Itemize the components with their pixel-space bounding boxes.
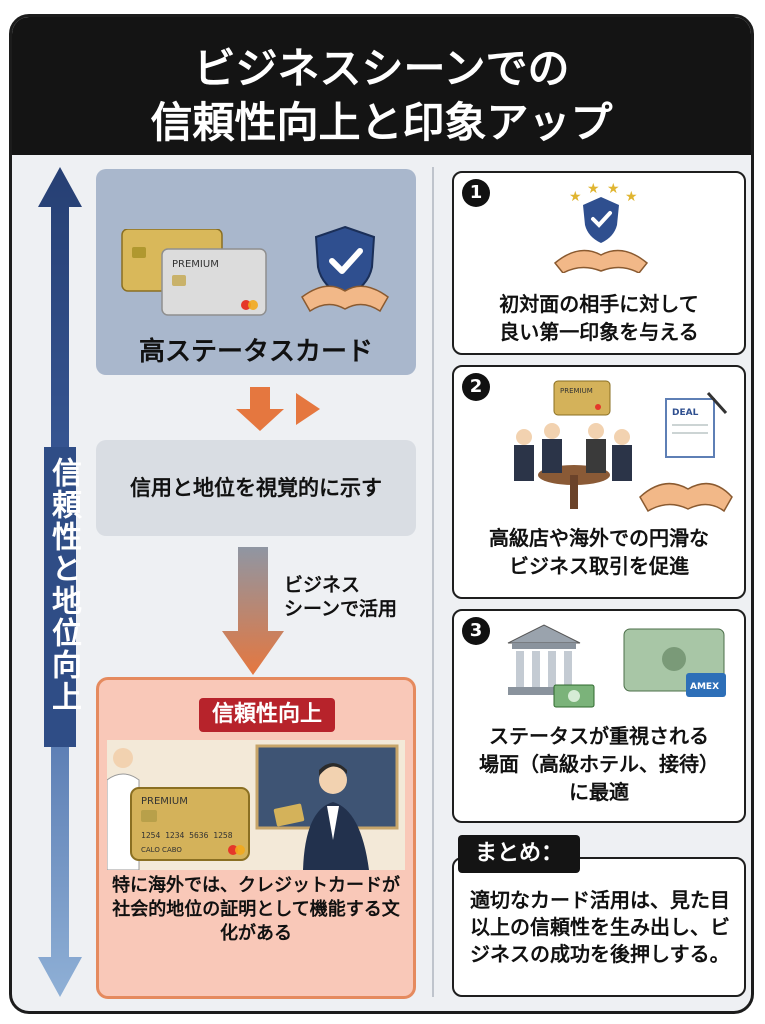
flow-arrows-small: [236, 387, 320, 431]
business-use-label-line2: シーンで活用: [284, 598, 398, 620]
vertical-double-arrow: [38, 167, 82, 997]
card-premium-text: PREMIUM: [172, 259, 219, 270]
svg-text:★: ★: [569, 189, 582, 205]
status-card-label: 高ステータスカード: [138, 337, 373, 367]
card-number-text: 1254 1234 5636 1258: [141, 831, 233, 840]
benefit-line-1a: 初対面の相手に対して: [499, 292, 699, 316]
summary-tag: まとめ：: [458, 835, 580, 873]
deal-document-text: DEAL: [672, 408, 699, 418]
visual-proof-label: 信用と地位を視覚的に示す: [130, 476, 382, 500]
svg-text:★: ★: [607, 183, 620, 197]
svg-text:★: ★: [625, 189, 638, 205]
trust-caption: 特に海外では、クレジットカードが社会的地位の証明として機能する文化がある: [112, 875, 400, 944]
card-name-text: CALO CABO: [141, 846, 182, 854]
side-arrow-label: 信頼性と地位向上: [46, 457, 81, 713]
page-title-line2: 信頼性向上と印象アップ: [150, 98, 613, 147]
page-title-line1: ビジネスシーンでの: [193, 44, 570, 93]
trust-badge: 信頼性向上: [199, 698, 335, 732]
summary-text: 適切なカード活用は、見た目以上の信頼性を生み出し、ビジネスの成功を後押しする。: [470, 888, 730, 966]
benefit-number-3: 3: [462, 617, 490, 645]
benefit-line-2b: ビジネス取引を促進: [509, 554, 689, 578]
benefit-card-1: 1 ★ ★ ★ ★ 初対面の相手に対して 良い第一印象を与える: [452, 171, 746, 355]
benefit-number-2: 2: [462, 373, 490, 401]
meeting-card-premium-text: PREMIUM: [560, 387, 593, 395]
flow-arrow-large: [222, 547, 284, 675]
trust-up-box: 信頼性向上 PREMIUM 1254 1234 5636 1258 CALO C…: [96, 677, 416, 999]
benefit-line-3b: 場面（高級ホテル、接待）: [479, 752, 719, 776]
summary-box: 適切なカード活用は、見た目以上の信頼性を生み出し、ビジネスの成功を後押しする。: [452, 857, 746, 997]
benefit-number-1: 1: [462, 179, 490, 207]
title-bar: ビジネスシーンでの 信頼性向上と印象アップ: [12, 17, 751, 155]
column-divider: [432, 167, 434, 997]
business-dinner-illustration: PREMIUM 1254 1234 5636 1258 CALO CABO: [107, 740, 405, 870]
benefit-line-2a: 高級店や海外での円滑な: [489, 526, 709, 550]
status-card-box: PREMIUM 高ステータスカード: [96, 169, 416, 375]
business-meeting-illustration: PREMIUM DEAL: [514, 380, 733, 513]
amex-logo-text: AMEX: [690, 682, 719, 692]
credit-card-stack-icon: PREMIUM: [121, 229, 267, 316]
shield-handshake-icon: [301, 225, 389, 313]
benefit-card-3: 3 AMEX ステータスが重視される 場面（高級ホテル、接待） に最適: [452, 609, 746, 823]
benefit-card-2: 2 PREMIUM DEAL 高級店や海外での円滑な ビジネス取引を促進: [452, 365, 746, 599]
business-use-label-line1: ビジネス: [284, 574, 361, 596]
benefit-line-3a: ステータスが重視される: [489, 724, 709, 748]
benefit-line-3c: に最適: [569, 780, 629, 804]
bank-money-card-illustration: AMEX: [507, 624, 726, 708]
stars-shield-handshake-icon: ★ ★ ★ ★: [553, 183, 649, 273]
benefit-line-1b: 良い第一印象を与える: [499, 320, 699, 344]
card-premium-text-2: PREMIUM: [141, 796, 188, 807]
visual-proof-box: 信用と地位を視覚的に示す: [96, 440, 416, 536]
infographic-frame: ビジネスシーンでの 信頼性向上と印象アップ 信頼性と地位向上 PREMIUM: [9, 14, 754, 1014]
svg-text:★: ★: [587, 183, 600, 197]
business-use-label: ビジネス シーンで活用: [284, 573, 404, 621]
